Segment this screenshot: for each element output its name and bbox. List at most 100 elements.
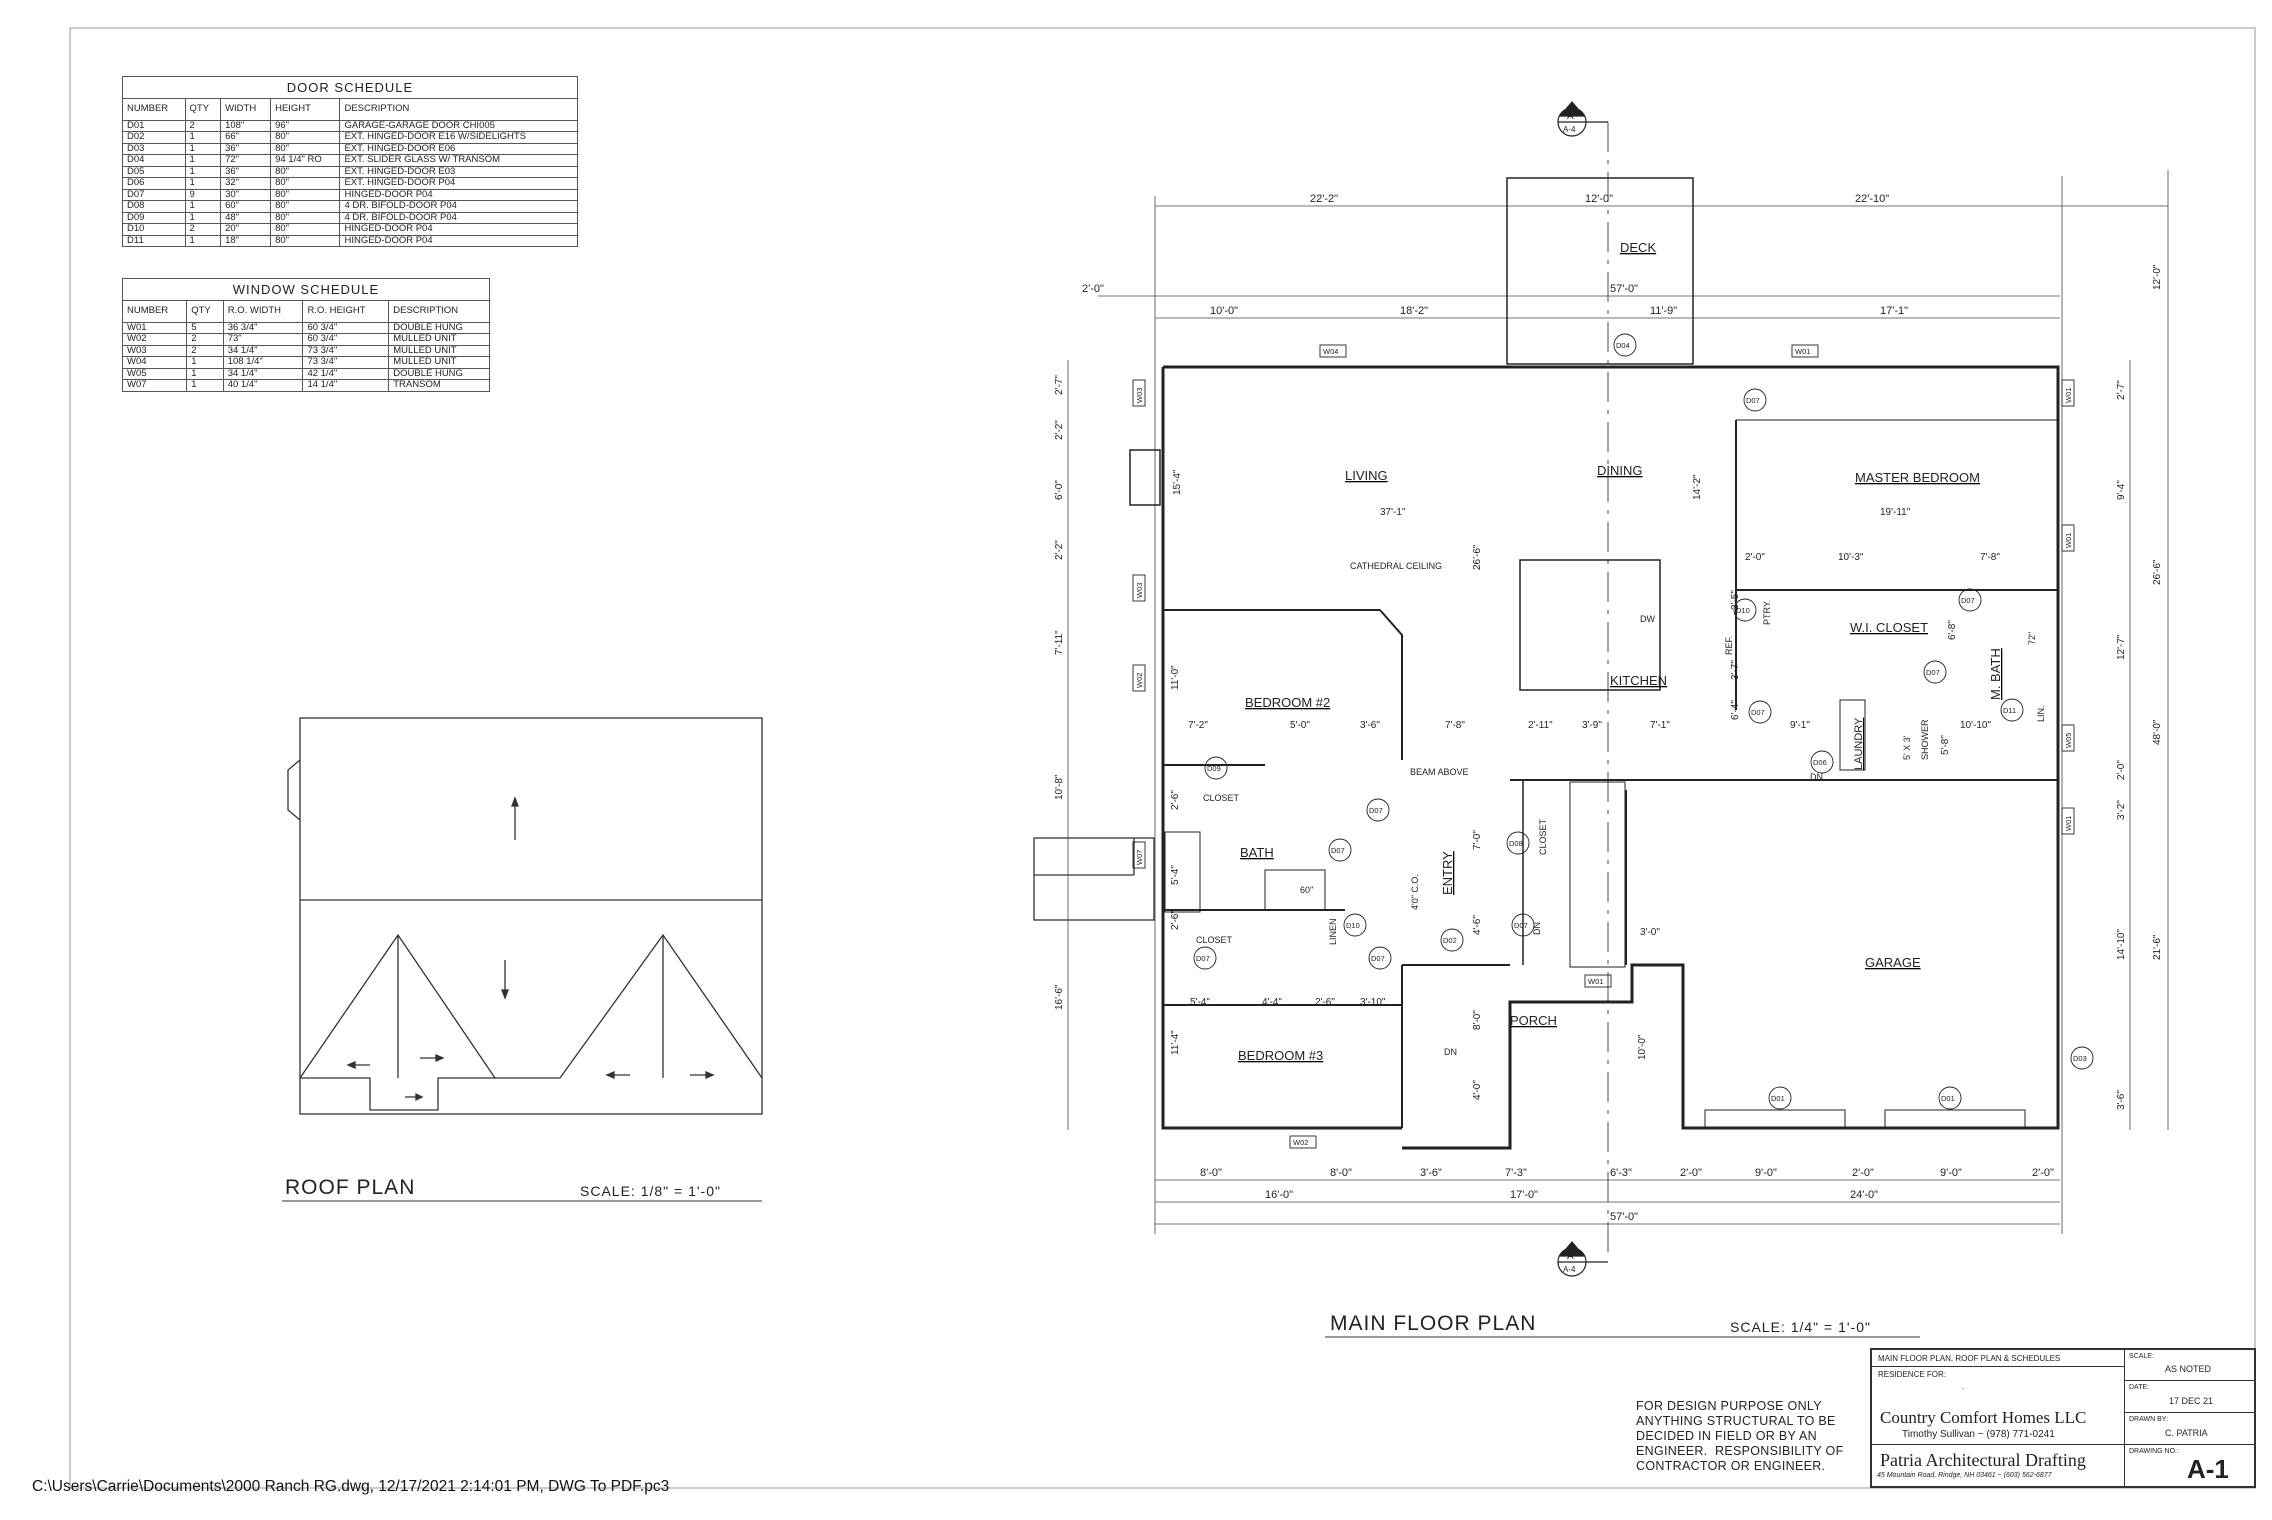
- tag-d06: D06: [1813, 758, 1827, 767]
- col-number: NUMBER: [122, 98, 186, 121]
- label-closet-1: CLOSET: [1203, 793, 1240, 803]
- room-bedroom3: BEDROOM #3: [1238, 1048, 1323, 1063]
- dim-int-r22: 3'-10": [1360, 997, 1386, 1008]
- tag-d07-4: D07: [1751, 708, 1765, 717]
- dim-int-r24: 3'-0": [1640, 927, 1660, 938]
- tag-d07-3: D07: [1926, 668, 1940, 677]
- label-dn-2: DN: [1810, 772, 1823, 782]
- section-marker-top: [1557, 101, 1609, 1252]
- dim-bot-d: 7'-3": [1505, 1167, 1527, 1179]
- roof-plan-scale: SCALE: 1/8" = 1'-0": [580, 1183, 721, 1199]
- roof-deck: [1033, 837, 1155, 921]
- dim-bot-k: 16'-0": [1265, 1189, 1293, 1201]
- dim-int-r34: 5'-8": [1940, 735, 1951, 755]
- window-cell: 2: [186, 344, 224, 357]
- window-cell: 42 1/4": [302, 367, 390, 380]
- dim-top-b: 12'-0": [1585, 193, 1613, 205]
- drawn-label: DRAWN BY:: [2129, 1416, 2169, 1423]
- col-number: NUMBER: [121, 300, 188, 323]
- title-block-left: MAIN FLOOR PLAN, ROOF PLAN & SCHEDULES R…: [1872, 1350, 2125, 1486]
- label-dn-1: DN: [1444, 1047, 1457, 1057]
- door-cell: 32": [220, 177, 272, 190]
- label-beam-above: BEAM ABOVE: [1410, 767, 1469, 777]
- exterior-wall-north: [1163, 365, 2060, 1150]
- dim-bot-g: 9'-0": [1755, 1167, 1777, 1179]
- dim-right-b: 2'-7": [2116, 380, 2127, 400]
- tag-w04: W04: [1323, 347, 1338, 356]
- window-schedule-title: WINDOW SCHEDULE: [122, 278, 490, 300]
- door-cell: HINGED-DOOR P04: [339, 234, 578, 247]
- label-shower: SHOWER: [1920, 719, 1930, 760]
- door-cell: 80": [270, 142, 341, 155]
- dim-int-r30: 6'-8": [1947, 620, 1958, 640]
- door-cell: 72": [220, 154, 272, 167]
- tag-d01-2: D01: [1941, 1094, 1955, 1103]
- section-marker-bottom: [1557, 1241, 1608, 1277]
- tag-d08: D08: [1509, 839, 1523, 848]
- door-cell: HINGED-DOOR P04: [339, 223, 578, 236]
- tag-d03: D03: [2073, 1054, 2087, 1063]
- dim-int-r35: 5'-4": [1170, 865, 1181, 885]
- design-note: FOR DESIGN PURPOSE ONLY ANYTHING STRUCTU…: [1636, 1399, 1844, 1473]
- door-cell: 36": [220, 142, 272, 155]
- window-cell: 34 1/4": [222, 367, 304, 380]
- window-cell: MULLED UNIT: [388, 344, 490, 357]
- firm-name: Patria Architectural Drafting: [1880, 1450, 2086, 1470]
- tag-w02-1: W02: [1135, 673, 1144, 688]
- room-deck: DECK: [1620, 240, 1656, 255]
- door-cell: 20": [220, 223, 272, 236]
- dim-int-r6: 2'-0": [1745, 552, 1765, 563]
- door-cell: 2: [184, 119, 222, 132]
- window-cell: 34 1/4": [222, 344, 304, 357]
- dim-int-r1: 37'-1": [1380, 507, 1406, 518]
- door-cell: 1: [184, 154, 222, 167]
- window-cell: TRANSOM: [388, 379, 490, 392]
- tag-d07-9: D07: [1514, 921, 1528, 930]
- door-schedule-table: DOOR SCHEDULE NUMBER QTY WIDTH HEIGHT DE…: [122, 76, 578, 247]
- left-dims: 2'-7" 2'-2" 6'-0" 2'-2" 7'-11" 10'-8" 16…: [1054, 264, 2163, 1110]
- walls: [1129, 177, 2060, 1150]
- dimension-lines: [1067, 170, 2169, 1234]
- door-cell: GARAGE-GARAGE DOOR CHI005: [339, 119, 578, 132]
- dim-int-r15: 7'-1": [1650, 720, 1670, 731]
- label-shower-size: 5' X 3': [1902, 735, 1912, 760]
- dim-right-a: 12'-0": [2152, 264, 2163, 290]
- label-cathedral: CATHEDRAL CEILING: [1350, 561, 1442, 571]
- main-plan-scale: SCALE: 1/4" = 1'-0": [1730, 1319, 1871, 1335]
- door-cell: EXT. HINGED-DOOR E16 W/SIDELIGHTS: [339, 131, 578, 144]
- window-cell: W03: [121, 344, 188, 357]
- dim-int-r12: 7'-8": [1445, 720, 1465, 731]
- dim-int-r3: 26'-6": [1472, 544, 1483, 570]
- dim-bot-overall: 57'-0": [1610, 1211, 1638, 1223]
- dim-int-r17: 10'-10": [1960, 720, 1991, 731]
- dim-left-b: 2'-2": [1054, 420, 1065, 440]
- dim-int-r26: 7'-0": [1472, 830, 1483, 850]
- window-cell: DOUBLE HUNG: [388, 321, 490, 334]
- label-ref: REF.: [1724, 635, 1734, 655]
- tag-w01-3: W01: [2064, 533, 2073, 548]
- dim-bot-b: 8'-0": [1330, 1167, 1352, 1179]
- dim-int-r33: 6'-4": [1730, 700, 1741, 720]
- door-cell: 60": [220, 200, 272, 213]
- window-cell: 60 3/4": [302, 321, 390, 334]
- door-cell: D11: [122, 234, 186, 247]
- dim-left-e: 7'-11": [1054, 630, 1065, 655]
- dim-int-r27: 4'-6": [1472, 915, 1483, 935]
- window-cell: 73": [222, 333, 304, 346]
- door-cell: 36": [220, 165, 272, 178]
- dim-right-d: 26'-6": [2152, 559, 2163, 585]
- date-value: 17 DEC 21: [2169, 1396, 2214, 1406]
- section-mark-bottom: A: [1567, 1251, 1574, 1262]
- door-cell: D09: [122, 211, 186, 224]
- window-cell: W02: [121, 333, 188, 346]
- room-bath: BATH: [1240, 845, 1274, 860]
- tag-d07-1: D07: [1746, 396, 1760, 405]
- window-schedule-table: WINDOW SCHEDULE NUMBER QTY R.O. WIDTH R.…: [121, 278, 490, 392]
- door-cell: 4 DR. BIFOLD-DOOR P04: [339, 211, 578, 224]
- tag-w07: W07: [1135, 850, 1144, 865]
